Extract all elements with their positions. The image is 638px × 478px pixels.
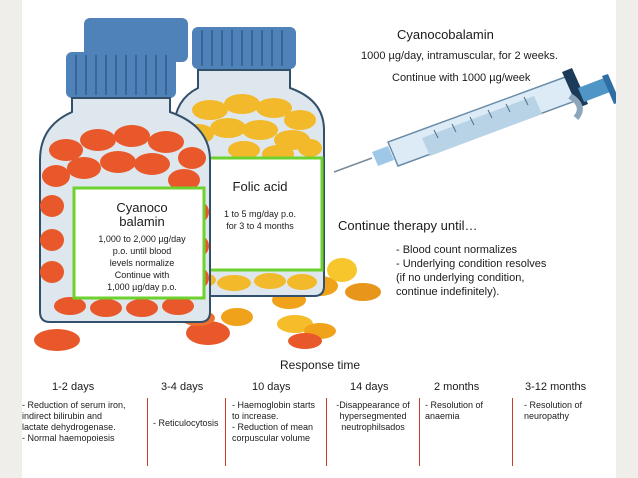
slide: Cyanoco balamin 1,000 to 2,000 µg/day p.…	[22, 0, 616, 478]
condition-item: - Blood count normalizes	[396, 244, 518, 256]
column-divider	[225, 398, 226, 466]
folic-acid-label: Folic acid 1 to 5 mg/day p.o. for 3 to 4…	[208, 180, 312, 232]
folic-acid-label-name: Folic acid	[232, 179, 288, 194]
continue-therapy-title: Continue therapy until…	[338, 218, 478, 233]
rear-bottle-cap	[84, 18, 188, 62]
response-column-body: - Resolution of neuropathy	[524, 400, 583, 421]
response-column-body: - Reduction of serum iron, indirect bili…	[22, 400, 126, 443]
condition-item: continue indefinitely).	[396, 286, 500, 298]
response-column-body: -Disappearance of hypersegmented neutrop…	[336, 400, 410, 432]
response-time-title: Response time	[280, 358, 361, 372]
condition-item: (if no underlying condition,	[396, 272, 525, 284]
column-divider	[147, 398, 148, 466]
folic-acid-label-dose: 1 to 5 mg/day p.o. for 3 to 4 months	[223, 209, 297, 231]
cyanocobalamin-label-name-2: balamin	[119, 214, 165, 229]
column-divider	[512, 398, 513, 466]
response-column-body: - Haemoglobin starts to increase. - Redu…	[232, 400, 316, 443]
response-column-header: 1-2 days	[52, 381, 95, 393]
injection-continue: Continue with 1000 µg/week	[392, 72, 531, 84]
response-column-header: 3-12 months	[525, 381, 587, 393]
syringe	[333, 68, 616, 173]
response-column-header: 2 months	[434, 381, 480, 393]
illustration	[34, 18, 616, 351]
column-divider	[326, 398, 327, 466]
continue-conditions: - Blood count normalizes - Underlying co…	[396, 243, 546, 299]
response-column-header: 3-4 days	[161, 381, 204, 393]
cyanocobalamin-label-name: Cyanoco	[116, 200, 168, 215]
condition-item: - Underlying condition resolves	[396, 258, 547, 270]
injection-dose: 1000 µg/day, intramuscular, for 2 weeks.	[361, 50, 558, 62]
cyanocobalamin-label-dose: 1,000 to 2,000 µg/day p.o. until blood l…	[98, 234, 186, 292]
response-column-header: 10 days	[252, 381, 291, 393]
response-column-body: - Resolution of anaemia	[425, 400, 484, 421]
cyanocobalamin-bottle	[39, 52, 211, 323]
cyanocobalamin-label: Cyanoco balamin 1,000 to 2,000 µg/day p.…	[82, 201, 202, 293]
response-column-header: 14 days	[350, 381, 389, 393]
column-divider	[419, 398, 420, 466]
injection-title: Cyanocobalamin	[397, 27, 494, 42]
response-column-body: - Reticulocytosis	[153, 418, 219, 428]
